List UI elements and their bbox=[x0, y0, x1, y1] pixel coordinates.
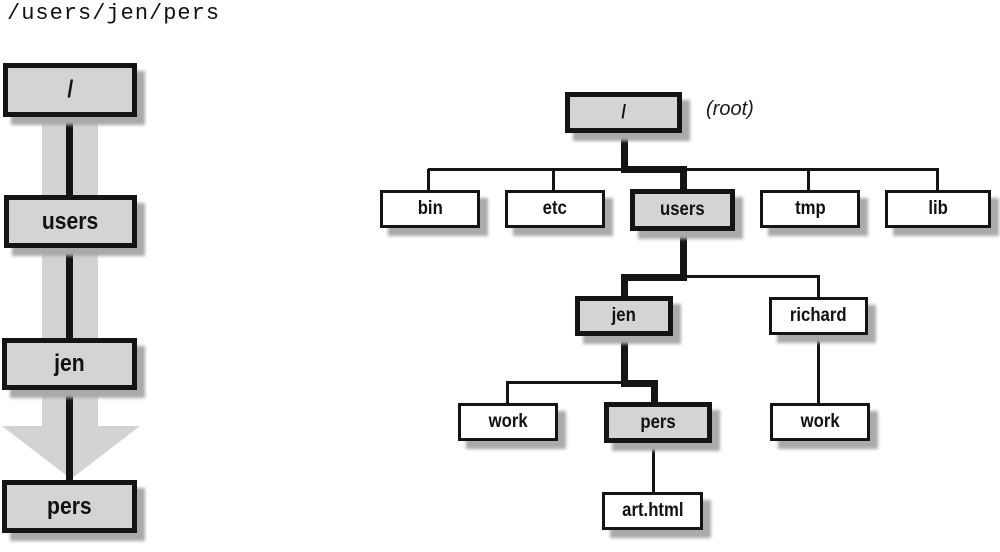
edge-root-down-thick bbox=[621, 131, 628, 173]
tree-node-etc-label: etc bbox=[542, 198, 568, 219]
chain-node-users: users bbox=[4, 195, 137, 248]
edge-jen-to-work bbox=[507, 381, 624, 384]
edge-users-to-jen-thick bbox=[621, 274, 687, 281]
edge-richard-to-work bbox=[817, 335, 820, 403]
tree-node-tmp: tmp bbox=[760, 190, 860, 228]
chain-node-jen-label: jen bbox=[54, 350, 85, 377]
edge-users-to-richard bbox=[684, 275, 820, 278]
chain-node-root-label: / bbox=[67, 76, 73, 103]
tree-node-art-html: art.html bbox=[602, 492, 703, 530]
chain-connector-line bbox=[66, 100, 73, 500]
tree-node-root-label: / bbox=[621, 101, 626, 123]
edge-jen-to-pers-thick bbox=[621, 380, 658, 387]
tree-node-jen-label: jen bbox=[611, 305, 637, 326]
path-text: /users/jen/pers bbox=[7, 1, 221, 26]
tree-node-tmp-label: tmp bbox=[794, 198, 826, 219]
chain-node-pers: pers bbox=[2, 480, 137, 533]
tree-node-bin-label: bin bbox=[417, 198, 443, 219]
edge-level1-bus bbox=[428, 168, 939, 171]
edge-users-down-thick bbox=[680, 230, 687, 281]
edge-jen-drop-thick bbox=[621, 274, 628, 297]
tree-node-lib-label: lib bbox=[928, 198, 948, 219]
edge-pers-to-art bbox=[652, 443, 655, 493]
tree-node-richard-label: richard bbox=[790, 305, 847, 326]
edge-jen-down-thick bbox=[621, 336, 628, 387]
tree-node-richard: richard bbox=[769, 297, 868, 335]
edge-etc-drop bbox=[552, 169, 555, 191]
chain-node-root: / bbox=[3, 63, 137, 117]
edge-richard-drop bbox=[817, 275, 820, 297]
tree-node-root: / bbox=[565, 92, 682, 133]
chain-node-jen: jen bbox=[2, 338, 137, 390]
chain-node-users-label: users bbox=[42, 207, 99, 235]
edge-lib-drop bbox=[936, 169, 939, 191]
tree-node-bin: bin bbox=[380, 190, 480, 228]
edge-pers-drop-thick bbox=[651, 380, 658, 403]
root-annotation: (root) bbox=[706, 98, 754, 120]
edge-users-drop-thick bbox=[680, 166, 687, 191]
tree-node-pers-label: pers bbox=[640, 411, 676, 433]
tree-node-etc: etc bbox=[505, 190, 605, 228]
tree-node-lib: lib bbox=[885, 190, 991, 228]
tree-node-work-richard-label: work bbox=[800, 411, 840, 432]
tree-node-work-richard: work bbox=[770, 403, 870, 441]
edge-work-drop bbox=[506, 381, 509, 403]
tree-node-art-html-label: art.html bbox=[621, 500, 684, 521]
edge-bin-drop bbox=[427, 169, 430, 191]
tree-node-users-label: users bbox=[660, 199, 705, 220]
chain-node-pers-label: pers bbox=[47, 492, 92, 520]
tree-node-pers: pers bbox=[604, 402, 712, 443]
tree-node-users: users bbox=[630, 189, 735, 231]
tree-node-work-jen: work bbox=[458, 403, 558, 441]
tree-node-jen: jen bbox=[575, 296, 673, 336]
tree-node-work-jen-label: work bbox=[488, 411, 528, 432]
edge-tmp-drop bbox=[807, 169, 810, 191]
